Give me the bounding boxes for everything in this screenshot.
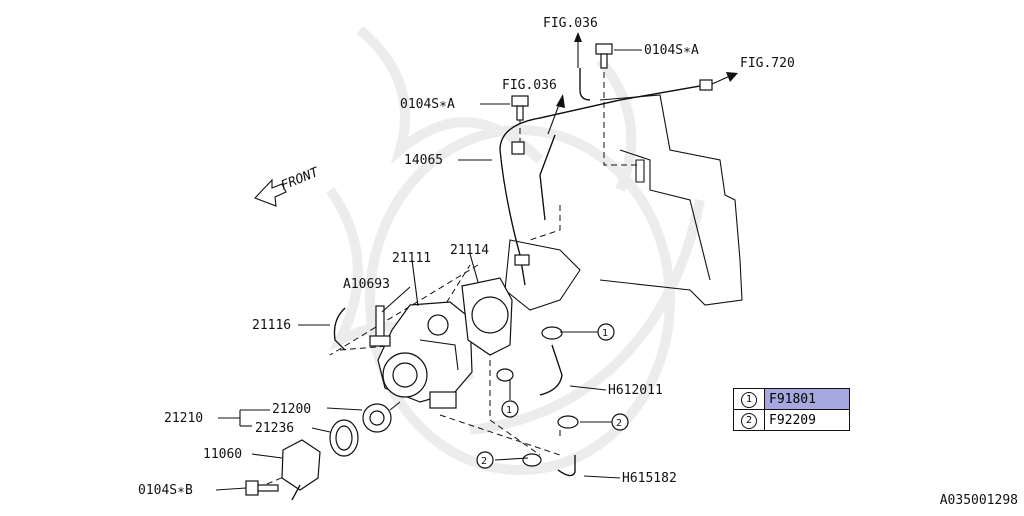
legend-row-1-code[interactable]: F91801 [764, 388, 850, 410]
label-bolt-a-left[interactable]: 0104S∗A [400, 97, 455, 112]
thermostat [362, 401, 401, 433]
label-fig036-top[interactable]: FIG.036 [543, 16, 598, 31]
water-pump [377, 301, 473, 409]
thermostat-gasket [329, 419, 359, 457]
callout-1-left[interactable]: 1 [501, 400, 519, 418]
bolt-a-parts [511, 43, 613, 121]
callout-1-right-text: 1 [602, 328, 608, 339]
watermark-emblem [325, 26, 705, 475]
label-thermostat[interactable]: 21200 [272, 402, 311, 417]
label-bolt-b[interactable]: 0104S∗B [138, 483, 193, 498]
callout-2-right-text: 2 [616, 418, 622, 429]
bolt-b-part [245, 480, 279, 496]
label-bolt-a-top[interactable]: 0104S∗A [644, 43, 699, 58]
callout-2-left[interactable]: 2 [476, 451, 494, 469]
callout-legend-table: 1 F91801 2 F92209 [733, 388, 850, 431]
figure-arrows [547, 32, 738, 135]
upper-hose [539, 344, 563, 396]
coolant-pipe [499, 68, 713, 286]
callout-1-left-text: 1 [506, 405, 512, 416]
small-hose [333, 307, 346, 351]
label-pipe[interactable]: 14065 [404, 153, 443, 168]
label-hose-lower[interactable]: H615182 [622, 471, 677, 486]
legend-row-1-num: 1 [733, 388, 765, 410]
front-direction-arrow [254, 178, 287, 207]
callout-1-right[interactable]: 1 [597, 323, 615, 341]
pump-gasket [461, 277, 513, 356]
label-hose-small[interactable]: 21116 [252, 318, 291, 333]
label-cover[interactable]: 11060 [203, 447, 242, 462]
label-fig036-mid[interactable]: FIG.036 [502, 78, 557, 93]
lower-hose [557, 455, 576, 477]
thermostat-cover [281, 439, 321, 501]
stud-bolt [369, 305, 391, 347]
label-hose-upper[interactable]: H612011 [608, 383, 663, 398]
label-fig720[interactable]: FIG.720 [740, 56, 795, 71]
label-stud[interactable]: A10693 [343, 277, 390, 292]
callout-2-right[interactable]: 2 [611, 413, 629, 431]
diagram-reference-number: A035001298 [939, 493, 1018, 508]
hose-clamps [496, 326, 579, 467]
label-thermo-group[interactable]: 21210 [164, 411, 203, 426]
label-pump[interactable]: 21111 [392, 251, 431, 266]
legend-row-2-code[interactable]: F92209 [764, 409, 850, 431]
label-gasket[interactable]: 21114 [450, 243, 489, 258]
label-front: FRONT [279, 165, 322, 194]
callout-2-left-text: 2 [481, 456, 487, 467]
label-thermo-gasket[interactable]: 21236 [255, 421, 294, 436]
legend-row-1[interactable]: 1 F91801 [733, 388, 850, 410]
leader-lines [215, 49, 642, 491]
legend-row-2-num: 2 [733, 409, 765, 431]
legend-row-2[interactable]: 2 F92209 [733, 409, 850, 431]
